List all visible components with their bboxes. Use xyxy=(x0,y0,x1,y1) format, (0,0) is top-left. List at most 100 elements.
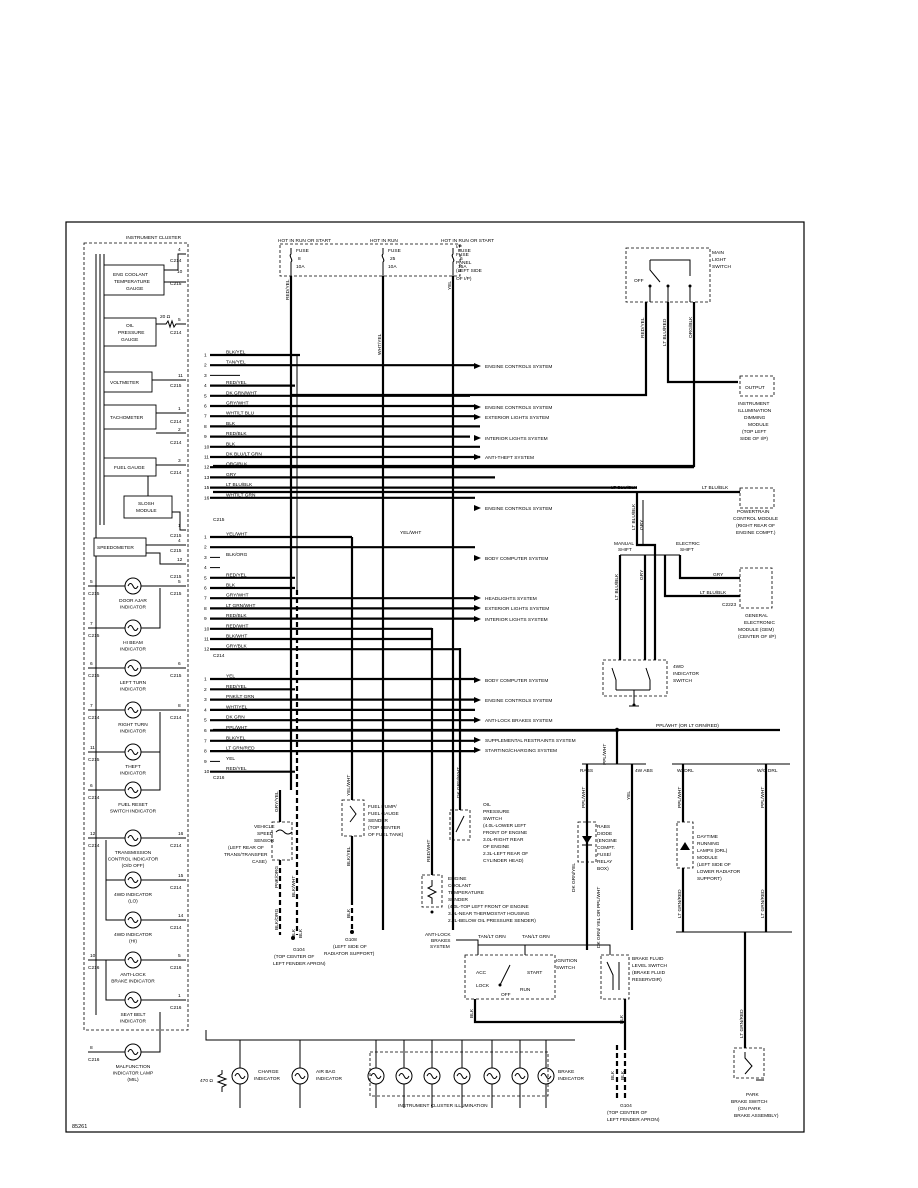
ind-pl-9: 10 xyxy=(90,953,96,959)
wire-ign-tan-lt-grn-2: TAN/LT GRN xyxy=(522,934,550,940)
system-interior-lights-2: INTERIOR LIGHTS SYSTEM xyxy=(485,617,548,623)
arrow-starting xyxy=(474,747,481,753)
c215-pin-4: 5 xyxy=(204,393,207,399)
drl-l1: DAYTIME xyxy=(697,834,718,840)
ign-off: OFF xyxy=(501,992,511,998)
illumination-label: INSTRUMENT CLUSTER ILLUMINATION xyxy=(398,1103,488,1109)
ind-cl-1: C215 xyxy=(88,633,100,639)
drl-l2: RUNNING xyxy=(697,841,720,847)
rabs-diode-l4: COMPT. xyxy=(597,845,615,851)
ind-cr-9: C216 xyxy=(170,965,182,971)
c216-color-3: WHT/YEL xyxy=(226,704,248,710)
fuse-c-hot-label: HOT IN RUN OR START xyxy=(441,238,494,244)
wire-mls-org-blk: ORG/BLK xyxy=(688,316,694,338)
fp-l3: SENDER xyxy=(368,818,389,824)
wire-gem-gry: GRY xyxy=(713,572,724,578)
brake-l1: BRAKE xyxy=(558,1069,574,1075)
ign-start: START xyxy=(527,970,542,976)
arrow-headlights xyxy=(474,595,481,601)
c215-color-1: TAN/YEL xyxy=(226,360,246,366)
wire-g104-blk: BLK xyxy=(291,928,297,938)
wire-fp-yel-wht: YEL/WHT xyxy=(346,775,352,796)
oil-conn: C214 xyxy=(170,330,182,336)
ign-acc: ACC xyxy=(476,970,487,976)
lower-indicator-lamps xyxy=(216,1040,555,1108)
ign-run: RUN xyxy=(520,987,531,993)
ind-label-4-0: THEFT xyxy=(125,764,141,770)
c214-pin-2: 3 xyxy=(204,555,207,561)
ind-label-6-0: TRANSMISSION xyxy=(115,850,152,856)
ind-cl-6: C214 xyxy=(88,843,100,849)
ects-l2: COOLANT xyxy=(448,883,471,889)
ind-label-2-0: LEFT TURN xyxy=(120,680,147,686)
connector-c214-wires: 1YEL/WHT23BLK/ORG45RED/YEL6BLK7GRY/WHT8L… xyxy=(204,532,475,653)
ind-cr-3: C214 xyxy=(170,715,182,721)
system-exterior-lights-1: EXTERIOR LIGHTS SYSTEM xyxy=(485,415,549,421)
pcm-l4: ENGINE COMPT.) xyxy=(736,530,776,536)
ind-cl-0: C215 xyxy=(88,591,100,597)
c214-color-2: BLK/ORG xyxy=(226,552,248,558)
wire-ppl-wht-v: PPL/WHT xyxy=(602,744,608,765)
speedo-pin2: 12 xyxy=(177,557,183,563)
charge-l1: CHARGE xyxy=(258,1069,279,1075)
ind-pl-4: 11 xyxy=(90,745,95,751)
fuse-a-amp: 10A xyxy=(296,264,305,270)
fuse-b-symbol xyxy=(381,248,385,276)
ind-label-9-1: BRAKE INDICATOR xyxy=(111,979,155,985)
vss-l4: (LEFT REAR OF xyxy=(228,845,264,851)
c215-color-4: DK GRN/WHT xyxy=(226,390,257,396)
system-body-computer-1: BODY COMPUTER SYSTEM xyxy=(485,556,548,562)
abs-sys-l3: SYSTEM xyxy=(430,944,450,950)
fuse-c-label: FUSE xyxy=(458,248,471,254)
ops-l3: SWITCH xyxy=(483,816,502,822)
slosh-label-2: MODULE xyxy=(136,508,157,514)
oil-gauge-label-1: OIL xyxy=(126,323,134,329)
mls-l2: LIGHT xyxy=(712,257,726,263)
c214-color-5: BLK xyxy=(226,583,236,589)
ind-label-9-0: ANTI-LOCK xyxy=(120,972,146,978)
c216-pin-1: 2 xyxy=(204,687,207,693)
panel-l3: PANEL xyxy=(456,260,472,266)
wire-g104b-blk2: BLK xyxy=(620,1070,626,1080)
wire-ign-tan-lt-grn: TAN/LT GRN xyxy=(478,934,506,940)
dimming-module: OUTPUT INSTRUMENT ILLUMINATION DIMMING M… xyxy=(738,375,775,442)
park-l2: BRAKE SWITCH xyxy=(731,1099,768,1105)
4wd-switch-l1: 4WD xyxy=(673,664,684,670)
rabs-diode-l2: DIODE xyxy=(597,831,612,837)
oil-pressure-switch: OIL PRESSURE SWITCH (4.0L-LOWER LEFT FRO… xyxy=(449,802,528,864)
dim-l6: SIDE OF I/P) xyxy=(740,436,768,442)
c216-pin-4: 5 xyxy=(204,718,207,724)
c216-pin-7: 8 xyxy=(204,749,207,755)
c214-color-7: LT GRN/WHT xyxy=(226,603,255,609)
rabs-diode-l1: RABS xyxy=(597,824,610,830)
system-interior-lights-1: INTERIOR LIGHTS SYSTEM xyxy=(485,436,548,442)
ect-conn: C214 xyxy=(170,258,182,264)
ind-label-3-0: RIGHT TURN xyxy=(118,722,148,728)
wire-gem-lt-blu-blk: LT BLU/BLK xyxy=(700,590,727,596)
ind-label-6-2: (O/D OFF) xyxy=(122,863,145,869)
oil-pressure-gauge xyxy=(103,317,157,347)
ind-pr-0: 5 xyxy=(178,579,181,585)
brake-fluid-level-switch: BRAKE FLUID LEVEL SWITCH (BRAKE FLUID RE… xyxy=(596,887,668,1000)
ind-label-1-1: INDICATOR xyxy=(120,647,146,653)
oil-pin: 5 xyxy=(178,317,181,323)
pcm-l2: CONTROL MODULE xyxy=(733,516,778,522)
system-engine-controls-2: ENGINE CONTROLS SYSTEM xyxy=(485,405,552,411)
slosh-module xyxy=(123,495,173,519)
system-srs: SUPPLEMENTAL RESTRAINTS SYSTEM xyxy=(485,738,576,744)
drl-l4: MODULE xyxy=(697,855,718,861)
c215-pin-9: 10 xyxy=(204,444,210,450)
wire-yel-v: YEL xyxy=(447,281,453,290)
system-engine-controls-3: ENGINE CONTROLS SYSTEM xyxy=(485,506,552,512)
wire-h-lt-blu-blk: LT BLU/BLK xyxy=(611,485,638,491)
wire-drl-lt-grn-red: LT GRN/RED xyxy=(677,889,683,918)
c214-pin-5: 6 xyxy=(204,586,207,592)
g104b-l3: LEFT FENDER APRON) xyxy=(607,1117,660,1123)
ind-pr-9: 5 xyxy=(178,953,181,959)
ind-cl-9: C216 xyxy=(88,965,100,971)
drl-l7: SUPPORT) xyxy=(697,876,722,882)
c215-pin-7: 8 xyxy=(204,424,207,430)
ind-cr-2: C215 xyxy=(170,673,182,679)
vss-l5: TRANS/TRANSFER xyxy=(224,852,268,858)
c215-color-0: BLK/YEL xyxy=(226,350,246,356)
